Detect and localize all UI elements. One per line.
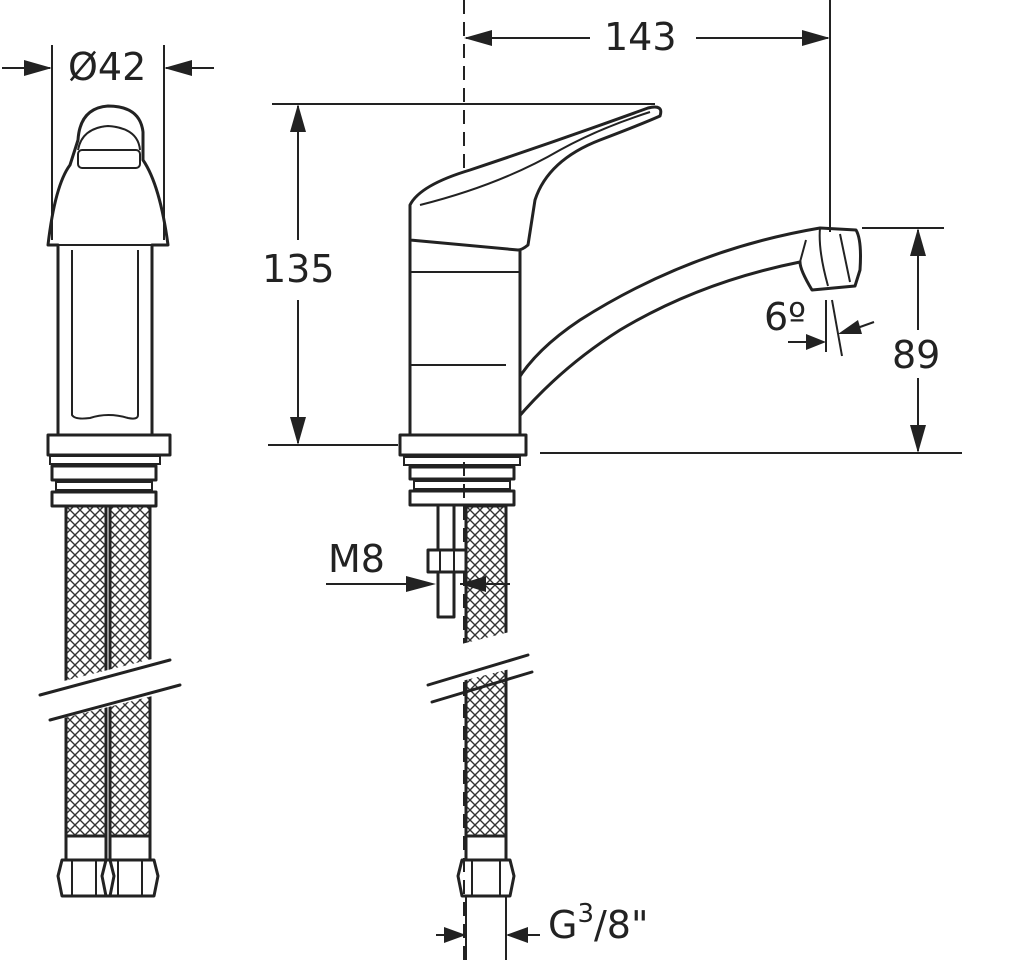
front-view xyxy=(37,104,183,898)
width-label: 143 xyxy=(604,15,677,59)
width-dimension: 143 xyxy=(464,0,831,232)
thread-dimension: G3/8" xyxy=(436,896,648,960)
thread-label: G3/8" xyxy=(548,899,648,947)
diameter-dimension: Ø42 xyxy=(2,45,214,240)
stud-callout: M8 xyxy=(326,537,510,592)
stud-label: M8 xyxy=(328,537,385,581)
spout-height-dimension: 89 xyxy=(540,227,962,454)
height-label: 135 xyxy=(262,247,335,291)
spout-height-label: 89 xyxy=(892,333,940,377)
side-view xyxy=(398,0,862,964)
angle-dimension: 6º xyxy=(764,295,875,357)
angle-label: 6º xyxy=(764,295,806,339)
diameter-label: Ø42 xyxy=(68,45,146,89)
height-dimension: 135 xyxy=(262,103,655,446)
